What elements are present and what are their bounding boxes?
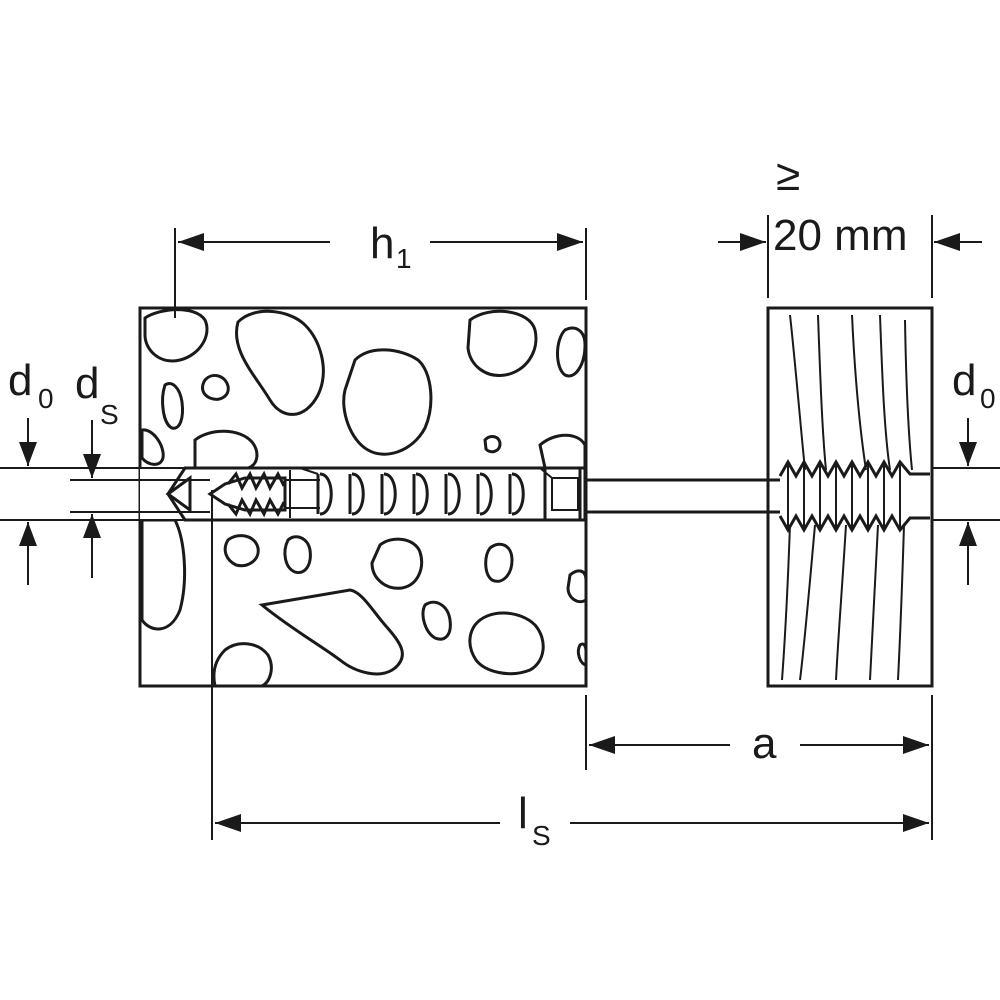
wood-grain <box>781 314 913 681</box>
h1-label: h <box>370 219 394 268</box>
dimension-a: a <box>585 695 933 770</box>
dimension-ds: d S <box>70 359 210 578</box>
h1-subscript: 1 <box>396 243 412 274</box>
dimension-min-thickness: ≥ 20 mm <box>718 151 982 298</box>
dimension-h1: h 1 <box>174 219 587 318</box>
screw-thread-in-wood <box>778 458 930 534</box>
screw-tip <box>207 470 320 518</box>
dimension-d0-right: d 0 <box>932 356 1000 585</box>
ds-subscript: S <box>100 399 119 430</box>
aggregate-stones <box>140 308 588 688</box>
a-label: a <box>752 719 777 768</box>
greater-equal-symbol: ≥ <box>776 151 800 200</box>
min-thickness-value: 20 mm <box>773 211 907 260</box>
ds-label: d <box>75 359 99 408</box>
ls-label: l <box>518 789 528 838</box>
d0-left-label: d <box>8 356 32 405</box>
wood-fixture <box>766 306 934 688</box>
dimension-ls: l S <box>211 490 933 851</box>
d0-right-subscript: 0 <box>980 383 996 414</box>
d0-left-subscript: 0 <box>38 383 54 414</box>
d0-right-label: d <box>952 356 976 405</box>
dimension-d0-left: d 0 <box>0 356 140 585</box>
screw-and-plug <box>165 458 930 534</box>
ls-subscript: S <box>532 820 551 851</box>
wall-plug <box>165 466 587 522</box>
